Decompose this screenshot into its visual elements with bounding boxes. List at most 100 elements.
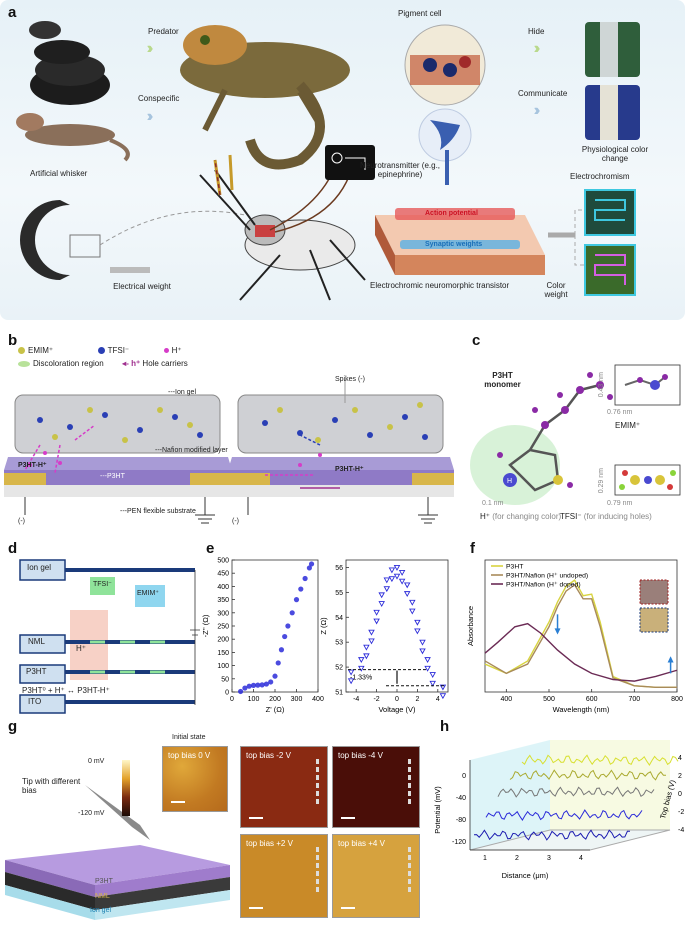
neurotransmitter-bubble-illustration: [418, 108, 472, 185]
x-tick-label: 600: [586, 696, 598, 703]
data-point: [246, 683, 252, 689]
panel-label-a: a: [8, 4, 17, 21]
data-point: [388, 576, 396, 583]
data-point: [278, 647, 285, 653]
potential-trace: [509, 769, 666, 781]
data-point: [393, 565, 401, 571]
data-point: [393, 573, 401, 580]
y-axis-label: Z (Ω): [320, 617, 328, 635]
y-tick-label: -40: [456, 795, 466, 802]
data-point: [368, 638, 375, 645]
data-point: [429, 680, 436, 687]
y-tick-label: 350: [217, 597, 229, 604]
conspecific-label: Conspecific: [138, 94, 180, 103]
legend-discoloration: Discoloration region: [33, 359, 104, 368]
data-point: [272, 673, 278, 679]
potential-trace: [521, 754, 679, 766]
y-tick-label: 54: [335, 615, 343, 622]
afm-marks: [408, 759, 411, 805]
data-point: [259, 682, 265, 688]
data-point: [419, 639, 426, 646]
legend-label: P3HT/Nafion (H⁺ doped): [506, 582, 581, 589]
legend-holes: Hole carriers: [142, 359, 188, 368]
drop-label: -1.33%: [350, 675, 372, 682]
d-h-label: H⁺: [76, 644, 86, 653]
h-note: (for changing color): [492, 512, 562, 521]
emim-label: EMIM⁺: [615, 421, 641, 430]
data-point: [238, 688, 244, 695]
z-tick-label: -2: [678, 809, 684, 816]
d-emim-label: EMIM⁺: [137, 590, 159, 597]
plot-frame: [484, 559, 678, 693]
color-weight-label: Color weight: [544, 281, 568, 299]
data-point: [378, 601, 385, 608]
snake-illustration: [29, 21, 110, 105]
electrochromism-sample-1: [584, 189, 636, 236]
data-point: [398, 578, 406, 585]
x-axis-label: Voltage (V): [378, 705, 416, 714]
electrochromic-transistor-illustration: [375, 208, 545, 275]
d-ion-gel-label: Ion gel: [27, 563, 52, 572]
tfsi-label: TFSI⁻ (for inducing holes): [560, 512, 652, 522]
afm-map-initial-label: top bias 0 V: [168, 751, 211, 760]
afm-map-plus4-label: top bias +4 V: [338, 839, 385, 848]
inset-sample-doped: [639, 579, 669, 605]
pigment-cell-label: Pigment cell: [398, 9, 442, 18]
data-point: [306, 565, 312, 571]
data-point: [285, 623, 291, 629]
legend-emim: EMIM⁺: [28, 346, 54, 355]
arrow-head: [554, 628, 561, 635]
data-point: [358, 657, 365, 664]
arrow-head: [667, 656, 674, 663]
y-tick-label: 250: [217, 624, 229, 631]
x-axis-label: Distance (μm): [502, 871, 549, 880]
tfsi-width-label: 0.79 nm: [607, 500, 633, 507]
synaptic-weights-label: Synaptic weights: [425, 241, 483, 248]
neurotransmitter-label: Neurotransmitter (e.g., epinephrine): [359, 161, 441, 179]
panel-label-b: b: [8, 332, 18, 349]
emim-legend-icon: [18, 347, 25, 355]
x-tick-label: 300: [291, 696, 303, 703]
data-point: [347, 678, 355, 685]
afm-map-plus2-label: top bias +2 V: [246, 839, 293, 848]
y-axis-label: Absorbance: [466, 606, 475, 646]
x-axis-label: Wavelength (nm): [553, 705, 610, 714]
data-point: [383, 577, 391, 584]
data-point: [439, 684, 447, 691]
circuit-box: [325, 145, 375, 180]
svg-text:H: H: [507, 478, 512, 485]
afm-scalebar: [171, 801, 185, 803]
potential-trace: [473, 829, 631, 841]
panel-label-d: d: [8, 540, 18, 557]
x-tick-label: 0: [395, 696, 399, 703]
data-point: [424, 657, 431, 664]
x-tick-label: 4: [436, 696, 440, 703]
data-point: [373, 618, 380, 625]
data-point: [414, 619, 421, 626]
y-tick-label: 52: [335, 665, 343, 672]
tfsi-height-label: 0.29 nm: [598, 468, 605, 494]
transistor-label: Electrochromic neuromorphic transistor: [370, 281, 510, 290]
y-tick-label: 400: [217, 584, 229, 591]
action-potential-label: Action potential: [425, 210, 478, 217]
y-axis-label: -Z'' (Ω): [201, 614, 210, 637]
afm-scalebar: [341, 907, 355, 909]
y-axis-label: Potential (mV): [433, 786, 442, 834]
afm-map-plus4: top bias +4 V: [332, 834, 420, 918]
h-atom-icon: [503, 473, 517, 487]
spikes-label: Spikes (-): [335, 376, 365, 383]
data-point: [363, 644, 370, 651]
electrochromism-sample-2: [584, 244, 636, 296]
x-tick-label: -4: [353, 696, 359, 703]
afm-scalebar: [249, 817, 263, 819]
data-point: [263, 681, 269, 687]
communicate-label: Communicate: [518, 89, 568, 98]
data-point: [383, 586, 391, 593]
panel-label-c: c: [472, 332, 481, 349]
x-tick-label: 100: [248, 696, 260, 703]
data-point: [358, 665, 365, 672]
robotic-insect-illustration: [199, 149, 366, 301]
d-nml-label: NML: [28, 637, 45, 646]
data-point: [275, 660, 281, 666]
data-point: [403, 591, 411, 598]
